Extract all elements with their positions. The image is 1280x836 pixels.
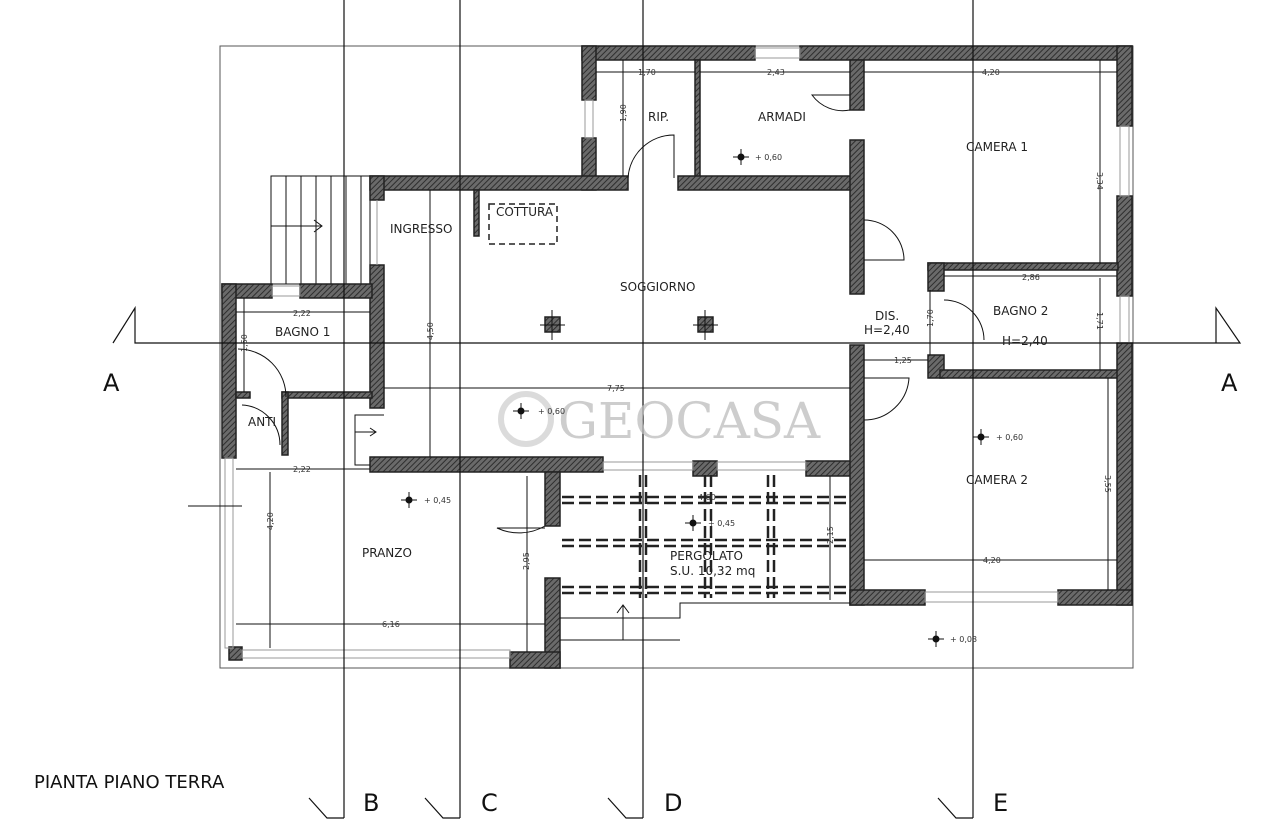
- axis-label-e: E: [993, 789, 1008, 817]
- level-markers: + 0,60 + 0,60 + 0,60 + 0,45 + 0,45 + 0,0…: [401, 149, 1023, 647]
- room-armadi: ARMADI: [758, 110, 806, 124]
- dim-rip-height: 1,90: [619, 104, 628, 122]
- dim-pergolato-width: 4,60: [698, 493, 716, 502]
- level-marker-icon: [733, 149, 749, 165]
- room-bagno2: BAGNO 2: [993, 304, 1048, 318]
- level-marker-icon: [685, 515, 701, 531]
- room-ingresso: INGRESSO: [390, 222, 452, 236]
- dim-bagno2-height: 1,71: [1095, 312, 1104, 330]
- level-pergolato: + 0,45: [708, 519, 735, 528]
- dim-dis-width: 1,25: [894, 356, 912, 365]
- pillars: [540, 310, 718, 340]
- room-cottura: COTTURA: [496, 205, 554, 219]
- axis-label-b: B: [363, 789, 379, 817]
- dim-camera2-height: 3,55: [1103, 475, 1112, 493]
- dim-camera1-height: 3,34: [1095, 172, 1104, 190]
- level-marker-icon: [401, 492, 417, 508]
- axis-label-d: D: [664, 789, 682, 817]
- axis-label-c: C: [481, 789, 498, 817]
- dim-pranzo-height: 4,20: [266, 512, 275, 530]
- watermark-text: GEOCASA: [558, 392, 821, 450]
- room-camera2: CAMERA 2: [966, 473, 1028, 487]
- dim-soggiorno-width: 7,75: [607, 384, 625, 393]
- level-esterno: + 0,03: [950, 635, 977, 644]
- dim-anti-width: 2,22: [293, 465, 311, 474]
- level-armadi: + 0,60: [755, 153, 782, 162]
- level-pranzo: + 0,45: [424, 496, 451, 505]
- dim-armadi-width: 2,43: [767, 68, 785, 77]
- level-soggiorno: + 0,60: [538, 407, 565, 416]
- room-dis-height: H=2,40: [864, 323, 910, 337]
- level-marker-icon: [928, 631, 944, 647]
- doors: [237, 94, 985, 534]
- room-soggiorno: SOGGIORNO: [620, 280, 695, 294]
- level-camera2: + 0,60: [996, 433, 1023, 442]
- dim-camera2-width: 4,20: [983, 556, 1001, 565]
- room-dis: DIS.: [875, 309, 899, 323]
- walls: [221, 45, 1133, 669]
- room-pergolato: PERGOLATO: [670, 549, 743, 563]
- axis-label-a-left: A: [103, 369, 120, 397]
- dimension-labels: 1,70 2,43 4,20 1,90 3,34 2,86 1,71 1,70 …: [240, 68, 1112, 629]
- dim-pranzo-width: 6,16: [382, 620, 400, 629]
- entrance-stairs: [270, 175, 371, 285]
- cottura-zone: [488, 203, 558, 245]
- axis-label-a-right: A: [1221, 369, 1238, 397]
- dim-camera1-width: 4,20: [982, 68, 1000, 77]
- dim-bagno2-width: 2,86: [1022, 273, 1040, 282]
- room-camera1: CAMERA 1: [966, 140, 1028, 154]
- dim-door-height: 2,95: [522, 552, 531, 570]
- dim-bagno1-width: 2,22: [293, 309, 311, 318]
- room-bagno2-height: H=2,40: [1002, 334, 1048, 348]
- plan-title: PIANTA PIANO TERRA: [34, 772, 225, 793]
- level-marker-icon: [513, 403, 529, 419]
- room-rip: RIP.: [648, 110, 669, 124]
- dim-soggiorno-height: 4,50: [426, 322, 435, 340]
- room-pergolato-area: S.U. 10,32 mq: [670, 564, 755, 578]
- geocasa-watermark: GEOCASA: [498, 391, 821, 450]
- section-lines: [112, 0, 1242, 819]
- room-bagno1: BAGNO 1: [275, 325, 330, 339]
- level-marker-icon: [973, 429, 989, 445]
- dim-dis-height: 1,70: [926, 309, 935, 327]
- room-labels: RIP. ARMADI CAMERA 1 INGRESSO COTTURA SO…: [248, 110, 1048, 578]
- dim-rip-width: 1,70: [638, 68, 656, 77]
- windows: [224, 47, 1130, 659]
- room-pranzo: PRANZO: [362, 546, 412, 560]
- room-anti: ANTI: [248, 415, 276, 429]
- dim-pergolato-height: 2,15: [826, 526, 835, 544]
- dim-bagno1-height: 1,60: [240, 334, 249, 352]
- pergola: [560, 475, 850, 641]
